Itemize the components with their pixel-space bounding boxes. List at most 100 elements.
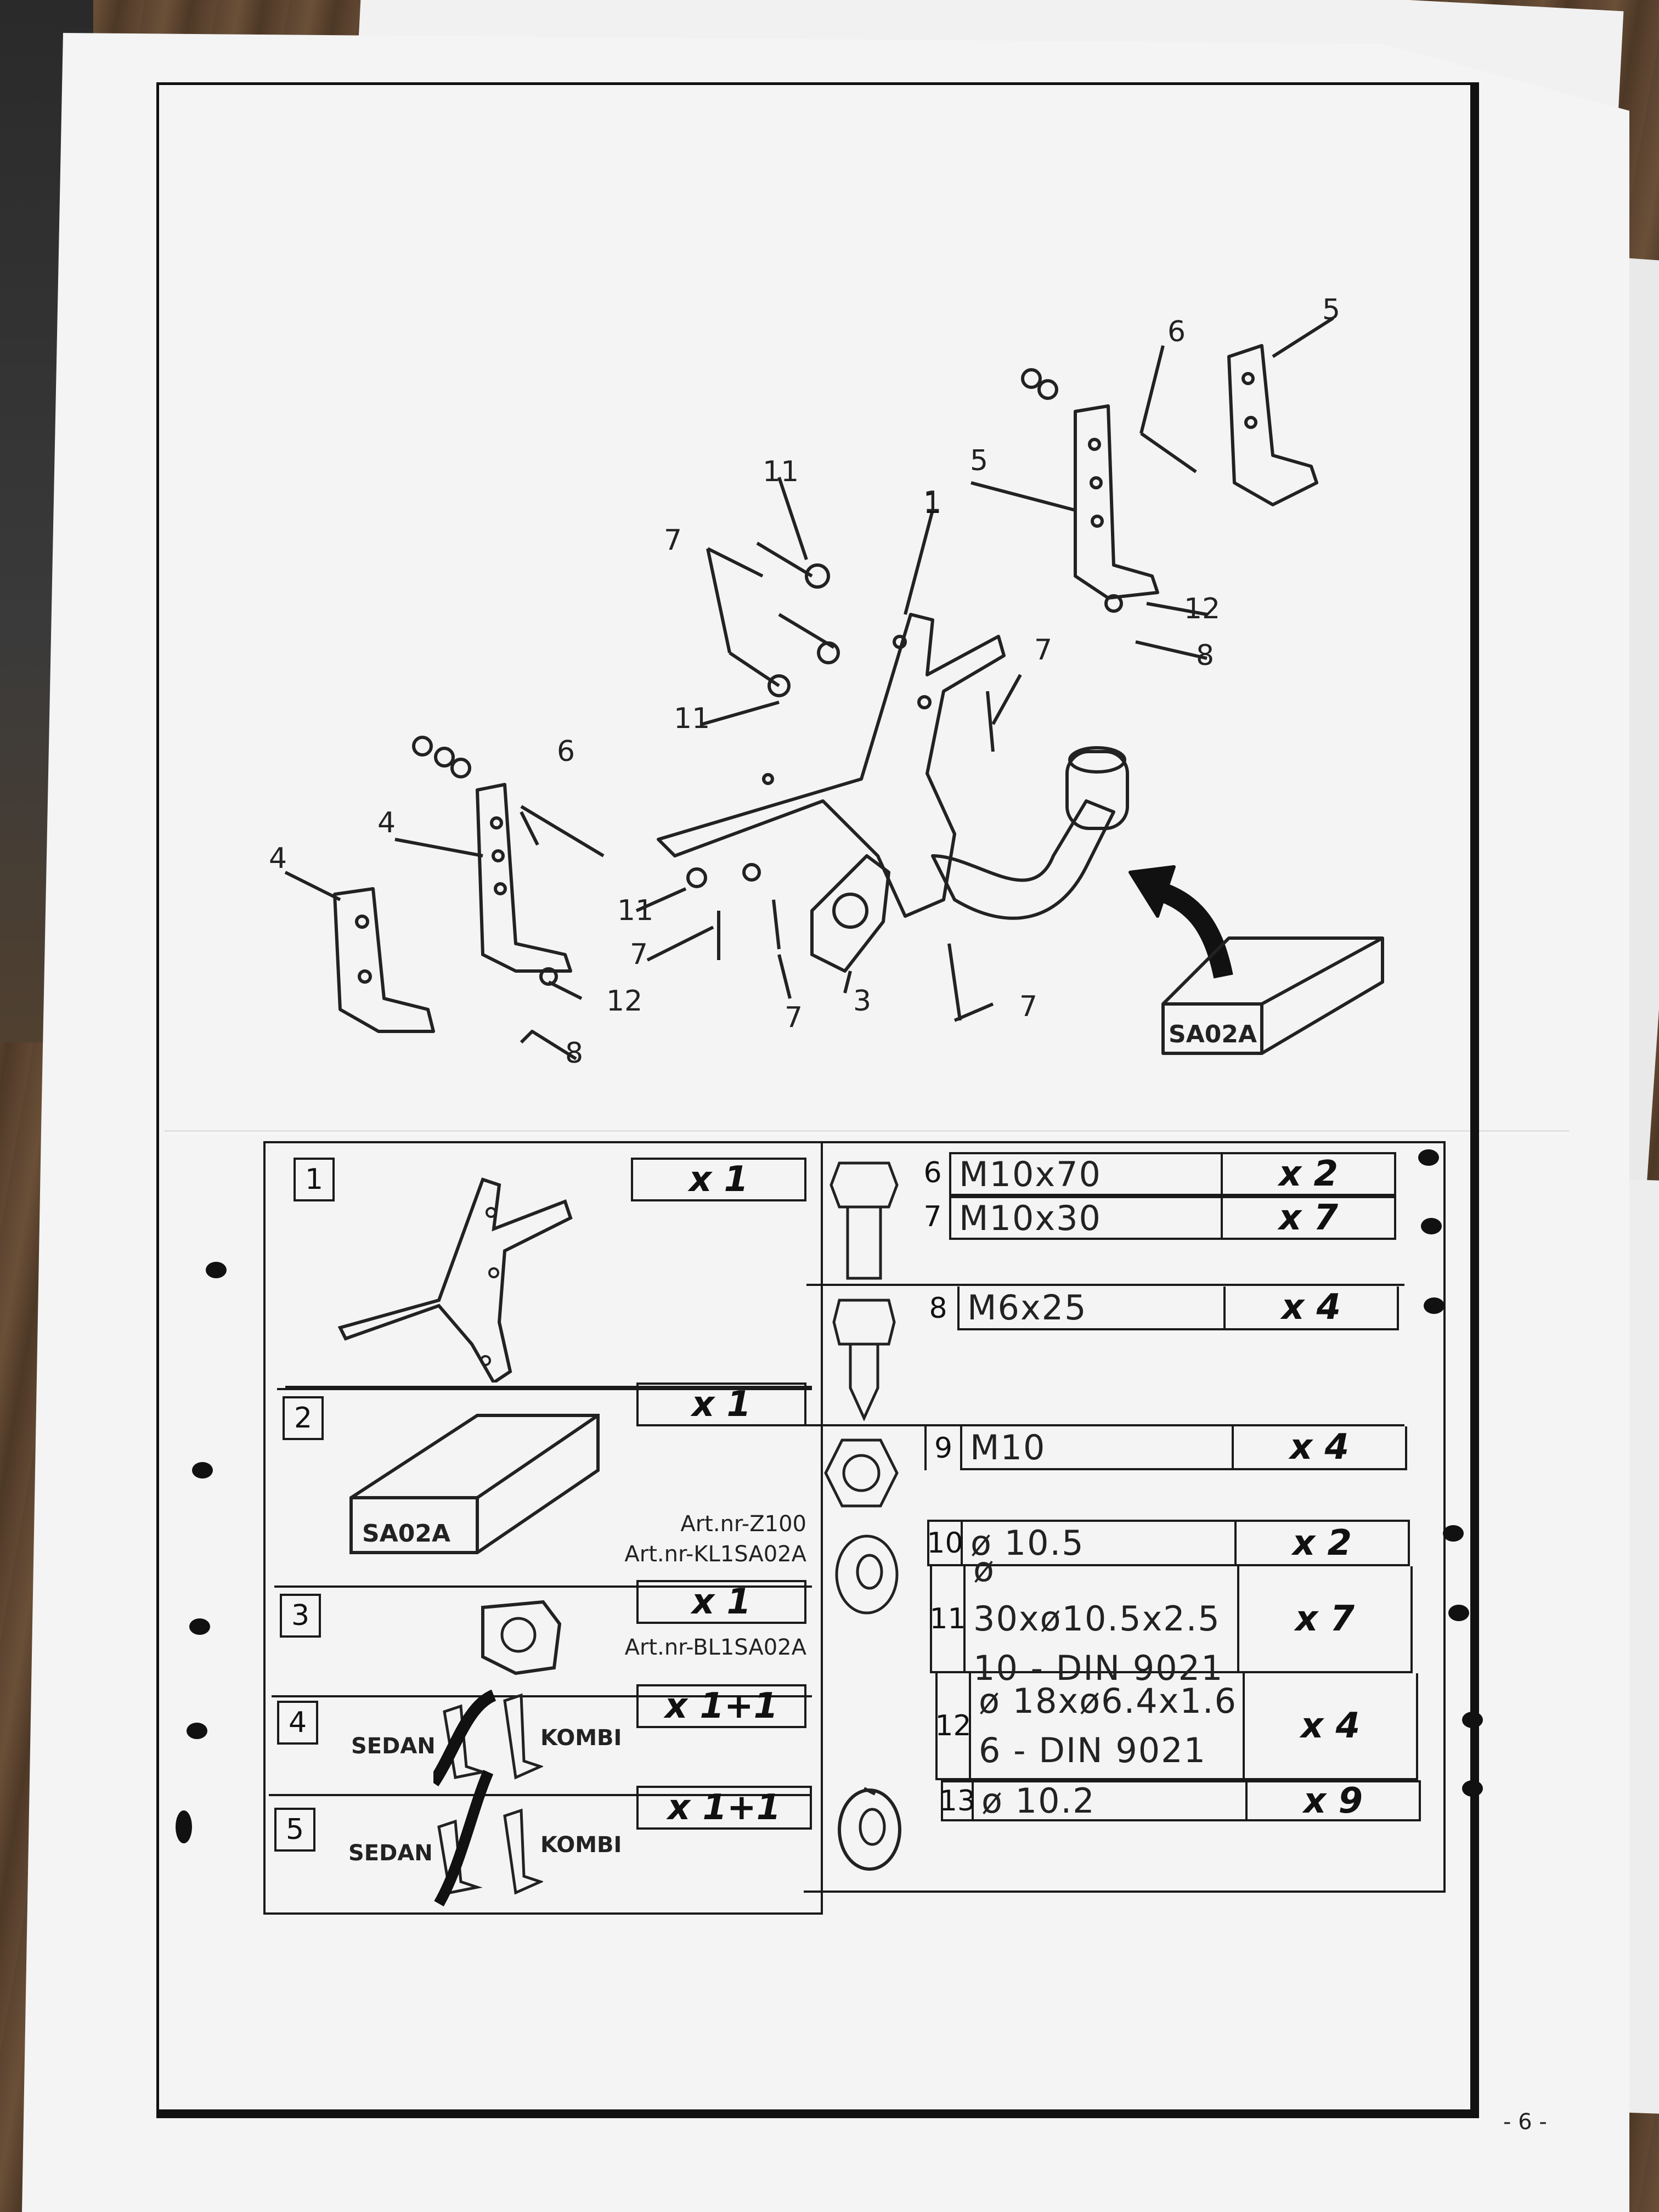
row-4: [272, 1695, 812, 1794]
side-bracket-left-4b: [476, 783, 572, 973]
callout-7-lower-mid: 7: [785, 1001, 803, 1034]
sa02a-box-icon: [349, 1414, 600, 1554]
sedan-label-5: SEDAN: [348, 1841, 433, 1866]
parts-right-column: [804, 1141, 1446, 1893]
bracket-hole: [492, 849, 505, 862]
punch-mark: [1443, 1525, 1464, 1542]
bracket-hole: [762, 773, 774, 785]
flat-washer-icon: [835, 1534, 899, 1615]
part-number-12: 12: [935, 1673, 972, 1780]
part-spec-8: M6x25: [957, 1286, 1226, 1330]
washer: [450, 758, 471, 778]
hex-bolt-icon: [830, 1161, 899, 1280]
bracket-hole: [893, 635, 907, 649]
side-bracket-right-5a: [1074, 404, 1159, 600]
callout-4-right: 4: [377, 806, 396, 839]
kombi-label-4: KOMBI: [540, 1725, 622, 1751]
callout-12-left: 12: [606, 985, 643, 1018]
part-spec-7: M10x30: [949, 1196, 1223, 1240]
self-tapping-screw-icon: [832, 1299, 896, 1421]
washer: [1037, 379, 1058, 400]
hex-nut-icon: [824, 1438, 899, 1508]
socket-plate: [810, 854, 890, 973]
part-number-1: 1: [294, 1158, 335, 1201]
callout-11-top: 11: [763, 455, 799, 488]
bracket-hole: [1091, 515, 1104, 528]
art-nr-bl1sa02a: Art.nr-BL1SA02A: [624, 1635, 806, 1660]
washer: [817, 641, 840, 664]
punch-mark: [1462, 1712, 1483, 1728]
row-2: [277, 1388, 812, 1585]
punch-mark: [1421, 1218, 1442, 1234]
part-spec-12: ø 18xø6.4x1.6 6 - DIN 9021: [971, 1673, 1245, 1780]
part-number-5: 5: [274, 1808, 315, 1852]
washer: [434, 747, 455, 768]
part-qty-7: x 7: [1221, 1196, 1396, 1240]
punch-mark: [1424, 1297, 1444, 1314]
punch-mark: [192, 1462, 213, 1479]
callout-4-left: 4: [269, 842, 287, 875]
callout-5-right: 5: [1322, 294, 1341, 326]
callout-6-left: 6: [557, 735, 575, 768]
part-spec-12-line2: 6 - DIN 9021: [979, 1730, 1207, 1770]
side-bracket-5-icons: [434, 1770, 543, 1906]
tow-ball-neck: [931, 799, 1115, 920]
bracket-hole: [494, 882, 507, 895]
row-1: [285, 1152, 812, 1388]
part-qty-12: x 4: [1243, 1673, 1418, 1780]
side-bracket-4-icons: [433, 1690, 543, 1787]
part-spec-9: M10: [960, 1426, 1234, 1470]
tow-ball: [1065, 750, 1129, 830]
callout-1: 1: [923, 487, 941, 520]
callout-6-right: 6: [1167, 315, 1186, 348]
bracket-hole: [1090, 476, 1103, 489]
callout-8-left: 8: [565, 1037, 584, 1070]
part-number-9: 9: [924, 1426, 960, 1470]
bracket-hole: [1088, 438, 1101, 451]
part-qty-9: x 4: [1232, 1426, 1407, 1470]
page-frame: [156, 82, 1479, 2118]
spring-washer-icon: [838, 1787, 901, 1871]
part-qty-3: x 1: [636, 1580, 806, 1624]
row-8: [806, 1284, 1404, 1426]
washer: [768, 674, 791, 697]
part-qty-6: x 2: [1221, 1152, 1396, 1196]
callout-3: 3: [853, 985, 872, 1018]
bolt-7: [772, 899, 781, 950]
callout-11-mid: 11: [674, 702, 710, 735]
part-number-13: 13: [939, 1780, 975, 1821]
part-spec-13: ø 10.2: [974, 1780, 1248, 1821]
callout-11-lower: 11: [617, 894, 654, 927]
punch-mark: [176, 1810, 192, 1843]
callout-12-right: 12: [1184, 592, 1221, 625]
sa02a-box: [1161, 936, 1384, 1055]
paper-fold: [165, 1130, 1569, 1133]
bracket-hole: [917, 695, 932, 709]
callout-5-left: 5: [970, 444, 989, 477]
part-qty-13: x 9: [1245, 1780, 1421, 1821]
part-spec-10: ø 10.5: [963, 1520, 1237, 1566]
socket-plate-icon: [481, 1600, 562, 1675]
part-qty-5: x 1+1: [636, 1786, 812, 1830]
callout-1: 1: [923, 486, 942, 518]
diagram-box-label: SA02A: [1169, 1020, 1257, 1048]
part-qty-11: x 7: [1237, 1566, 1413, 1673]
part-spec-12-line1: ø 18xø6.4x1.6: [979, 1680, 1238, 1721]
punch-mark: [187, 1723, 207, 1739]
bolt-7: [947, 943, 962, 1021]
sedan-label-4: SEDAN: [351, 1734, 436, 1759]
punch-mark: [1462, 1780, 1483, 1797]
bracket-hole: [358, 969, 372, 984]
row-5: [269, 1794, 812, 1904]
tow-ball-top: [1068, 746, 1126, 774]
art-nr-z100: Art.nr-Z100: [680, 1511, 806, 1537]
callout-7-top: 7: [664, 524, 682, 557]
bolt-7: [986, 691, 995, 752]
kombi-label-5: KOMBI: [540, 1832, 622, 1858]
side-bracket-left-4a: [333, 887, 435, 1033]
bracket-hole: [1244, 416, 1257, 429]
part-spec-11: ø 30xø10.5x2.5 10 - DIN 9021: [966, 1549, 1240, 1688]
part-number-11: 11: [929, 1566, 966, 1673]
bracket-hole: [355, 915, 369, 929]
washer: [686, 867, 707, 888]
